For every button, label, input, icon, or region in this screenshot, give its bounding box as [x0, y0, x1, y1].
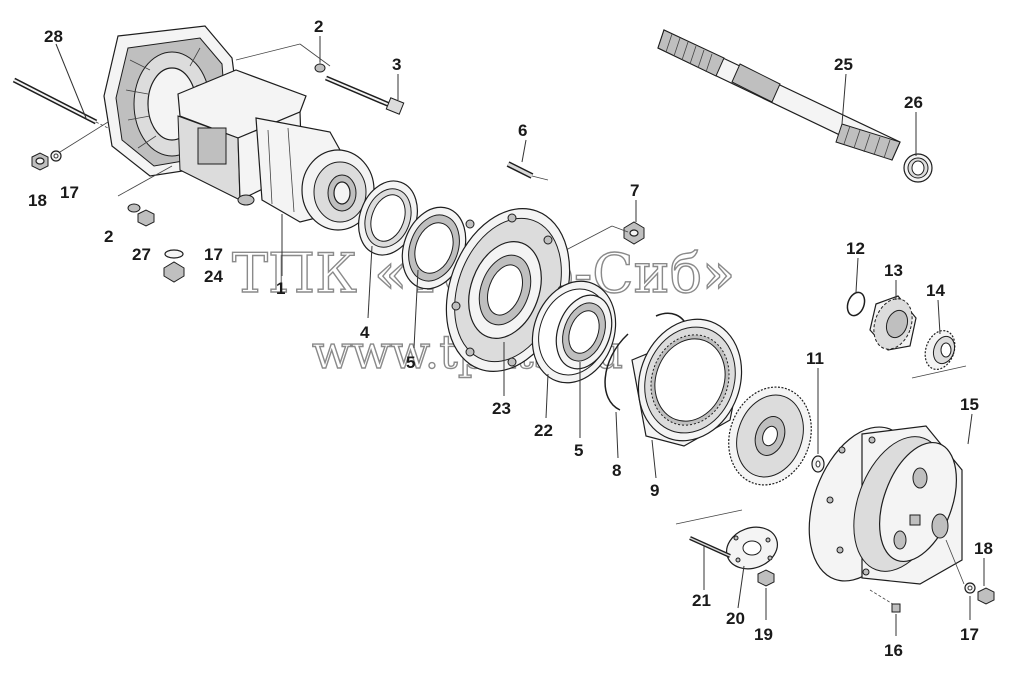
callout-1: 1 — [276, 279, 285, 298]
part-6-wheel-stud — [506, 161, 549, 181]
part-3-bolt — [325, 75, 405, 115]
part-9-ring-gear — [631, 318, 743, 447]
part-5-bearing-lower — [555, 294, 613, 370]
part-17-ring-plug — [164, 249, 184, 259]
callout-27: 27 — [132, 245, 151, 264]
callout-21: 21 — [692, 591, 711, 610]
part-27-nut — [137, 209, 155, 227]
callout-2-bottom: 2 — [104, 227, 113, 246]
part-7-nut — [623, 221, 645, 245]
callout-12: 12 — [846, 239, 865, 258]
callout-9: 9 — [650, 481, 659, 500]
callout-13: 13 — [884, 261, 903, 280]
callout-14: 14 — [926, 281, 945, 300]
part-26-ring — [903, 153, 933, 183]
callout-19: 19 — [754, 625, 773, 644]
part-18-nut-right — [977, 587, 995, 605]
part-5-bearing-upper — [401, 206, 467, 290]
callout-3: 3 — [392, 55, 401, 74]
part-13-sun-gear — [869, 295, 917, 351]
part-24-plug — [163, 261, 185, 283]
part-28-stud — [12, 77, 113, 131]
callout-28: 28 — [44, 27, 63, 46]
part-21-stud — [675, 509, 743, 558]
callout-22: 22 — [534, 421, 553, 440]
callout-5-lower: 5 — [574, 441, 583, 460]
leader-lines — [55, 36, 985, 636]
callout-17-left: 17 — [60, 183, 79, 202]
callout-23: 23 — [492, 399, 511, 418]
callout-6: 6 — [518, 121, 527, 140]
part-19-nut — [757, 569, 775, 587]
callout-18-left: 18 — [28, 191, 47, 210]
part-25-axle-shaft — [657, 29, 901, 161]
part-23-wheel-hub — [445, 208, 571, 372]
callout-25: 25 — [834, 55, 853, 74]
callout-2-top: 2 — [314, 17, 323, 36]
callout-17-right: 17 — [960, 625, 979, 644]
callout-18-right: 18 — [974, 539, 993, 558]
callout-20: 20 — [726, 609, 745, 628]
part-4-seal — [358, 180, 418, 256]
callout-7: 7 — [630, 181, 639, 200]
part-18-nut-left — [31, 152, 49, 171]
callout-24: 24 — [204, 267, 223, 286]
part-2-pin-bottom — [127, 203, 141, 213]
part-20-plate — [726, 526, 778, 570]
callout-8: 8 — [612, 461, 621, 480]
callout-5-upper: 5 — [406, 353, 415, 372]
planet-carrier-gear — [728, 386, 812, 486]
callout-17-mid: 17 — [204, 245, 223, 264]
part-11-washer — [811, 455, 825, 473]
part-14-gear — [924, 330, 956, 370]
callout-4: 4 — [360, 323, 370, 342]
callout-15: 15 — [960, 395, 979, 414]
callout-16: 16 — [884, 641, 903, 660]
part-1-axle-housing — [103, 25, 375, 231]
callout-11: 11 — [806, 349, 824, 368]
part-17-washer-left — [50, 150, 62, 162]
part-15-planetary-cover — [808, 425, 963, 585]
part-12-snap-ring — [846, 291, 866, 317]
part-17-washer-right — [964, 582, 976, 594]
callout-26: 26 — [904, 93, 923, 112]
part-16-bolt — [869, 589, 901, 613]
